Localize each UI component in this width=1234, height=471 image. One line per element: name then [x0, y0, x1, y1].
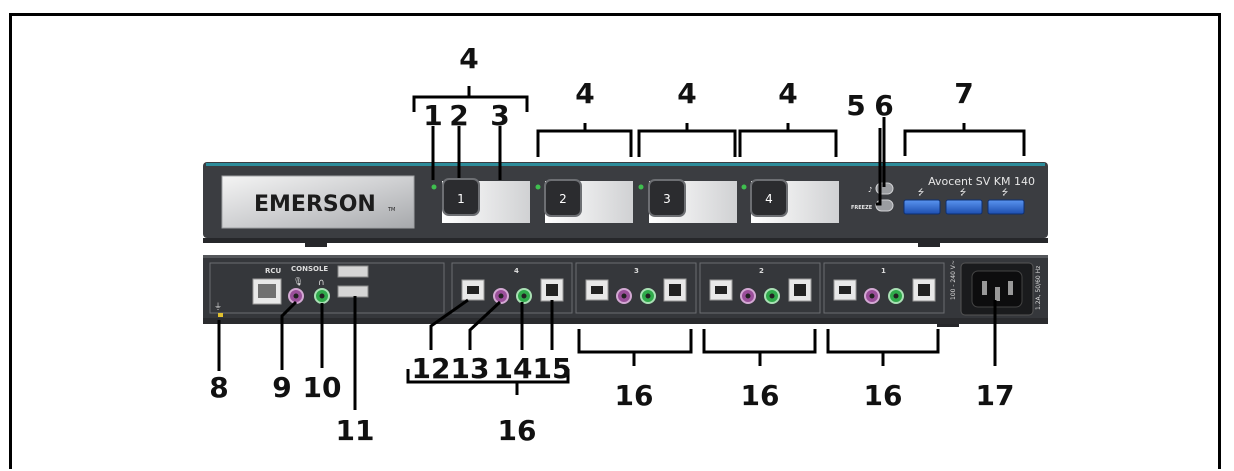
bracket-16-group2	[702, 329, 817, 354]
headphone-icon: ∩	[318, 278, 325, 288]
channel-3-led	[638, 184, 644, 190]
callout-line-9	[280, 300, 298, 370]
channel-1-led	[431, 184, 437, 190]
callout-line-12	[429, 298, 469, 350]
ground-screw	[218, 313, 223, 317]
callout-line-5	[876, 128, 882, 206]
callout-13: 13	[451, 352, 490, 385]
callout-4: 4	[575, 77, 594, 110]
port-group-2	[699, 262, 821, 314]
power-rating-2: 1.2A, 50/60 Hz	[1035, 266, 1042, 310]
port-group-3-label: 3	[634, 267, 639, 275]
channel-1-button-label: 1	[457, 192, 465, 206]
brand-logo: EMERSON	[254, 192, 376, 217]
channel-2-led	[535, 184, 541, 190]
callout-1: 1	[423, 99, 442, 132]
port-group-4-label: 4	[514, 267, 519, 275]
console-usb-port-1[interactable]	[337, 265, 369, 278]
callout-14: 14	[494, 352, 533, 385]
usb-icon: ⭍	[1002, 188, 1009, 197]
console-label: CONSOLE	[291, 265, 328, 273]
callout-6: 6	[874, 89, 893, 122]
channel-2-button-label: 2	[559, 192, 567, 206]
callout-2: 2	[449, 99, 468, 132]
callout-16: 16	[615, 379, 654, 412]
callout-line-13	[468, 300, 502, 350]
channel-2-button[interactable]	[544, 179, 582, 217]
callout-lines	[217, 86, 1026, 410]
port-group-2-label: 2	[759, 267, 764, 275]
front-usb-port-1[interactable]	[903, 199, 941, 215]
bracket-4-group4	[738, 129, 838, 157]
callout-4: 4	[459, 42, 478, 75]
model-name: Avocent SV KM 140	[928, 175, 1035, 188]
callout-4: 4	[677, 77, 696, 110]
bracket-7	[903, 129, 1026, 156]
callout-16: 16	[741, 379, 780, 412]
front-panel: EMERSON TM 1 2 3 4 FREEZE ♪ Avocent SV K…	[203, 162, 1048, 247]
usb-icon: ⭍	[918, 188, 925, 197]
power-rating: 100 - 240 V~	[950, 260, 957, 300]
usb-icon: ⭍	[960, 188, 967, 197]
rear-panel: RCU CONSOLE 🎙 ∩ ⏚ 4 3	[203, 255, 1048, 327]
speaker-icon: ♪	[868, 186, 872, 194]
channel-1-button[interactable]	[442, 178, 480, 216]
front-usb-port-3[interactable]	[987, 199, 1025, 215]
callout-16: 16	[864, 379, 903, 412]
channel-3-button[interactable]	[648, 179, 686, 217]
bracket-16-group4	[406, 369, 570, 384]
freeze-label: FREEZE	[851, 205, 873, 211]
port-group-3	[575, 262, 697, 314]
callout-11: 11	[336, 414, 375, 447]
callout-9: 9	[272, 371, 291, 404]
port-group-4	[451, 262, 573, 314]
mic-icon: 🎙	[293, 277, 303, 286]
callout-17: 17	[976, 379, 1015, 412]
bracket-16-group3	[577, 329, 693, 354]
callout-10: 10	[303, 371, 342, 404]
channel-3-button-label: 3	[663, 192, 671, 206]
teal-stripe	[206, 163, 1045, 166]
bracket-4-group2	[536, 129, 633, 157]
callout-8: 8	[209, 371, 228, 404]
callout-4: 4	[778, 77, 797, 110]
brand-tm: TM	[387, 207, 395, 213]
console-usb-port-2[interactable]	[337, 285, 369, 298]
channel-4-button[interactable]	[750, 179, 788, 217]
console-section	[209, 262, 445, 314]
callout-numbers: 4 1 2 3 4 4 4 5 6 7 8 9 10 11 12 13 14 1…	[209, 42, 1014, 447]
front-usb-port-2[interactable]	[945, 199, 983, 215]
channel-4-led	[741, 184, 747, 190]
callout-16: 16	[498, 414, 537, 447]
ground-icon: ⏚	[214, 302, 222, 311]
callout-15: 15	[533, 352, 572, 385]
callout-3: 3	[490, 99, 509, 132]
callout-7: 7	[954, 77, 973, 110]
bracket-4-group3	[637, 129, 737, 157]
rcu-label: RCU	[265, 267, 282, 275]
brand-logo-plate	[221, 175, 415, 229]
callout-12: 12	[412, 352, 451, 385]
callout-5: 5	[846, 89, 865, 122]
channel-4-button-label: 4	[765, 192, 773, 206]
port-group-1	[823, 262, 945, 314]
port-group-1-label: 1	[881, 267, 886, 275]
bracket-16-group1	[826, 329, 940, 354]
